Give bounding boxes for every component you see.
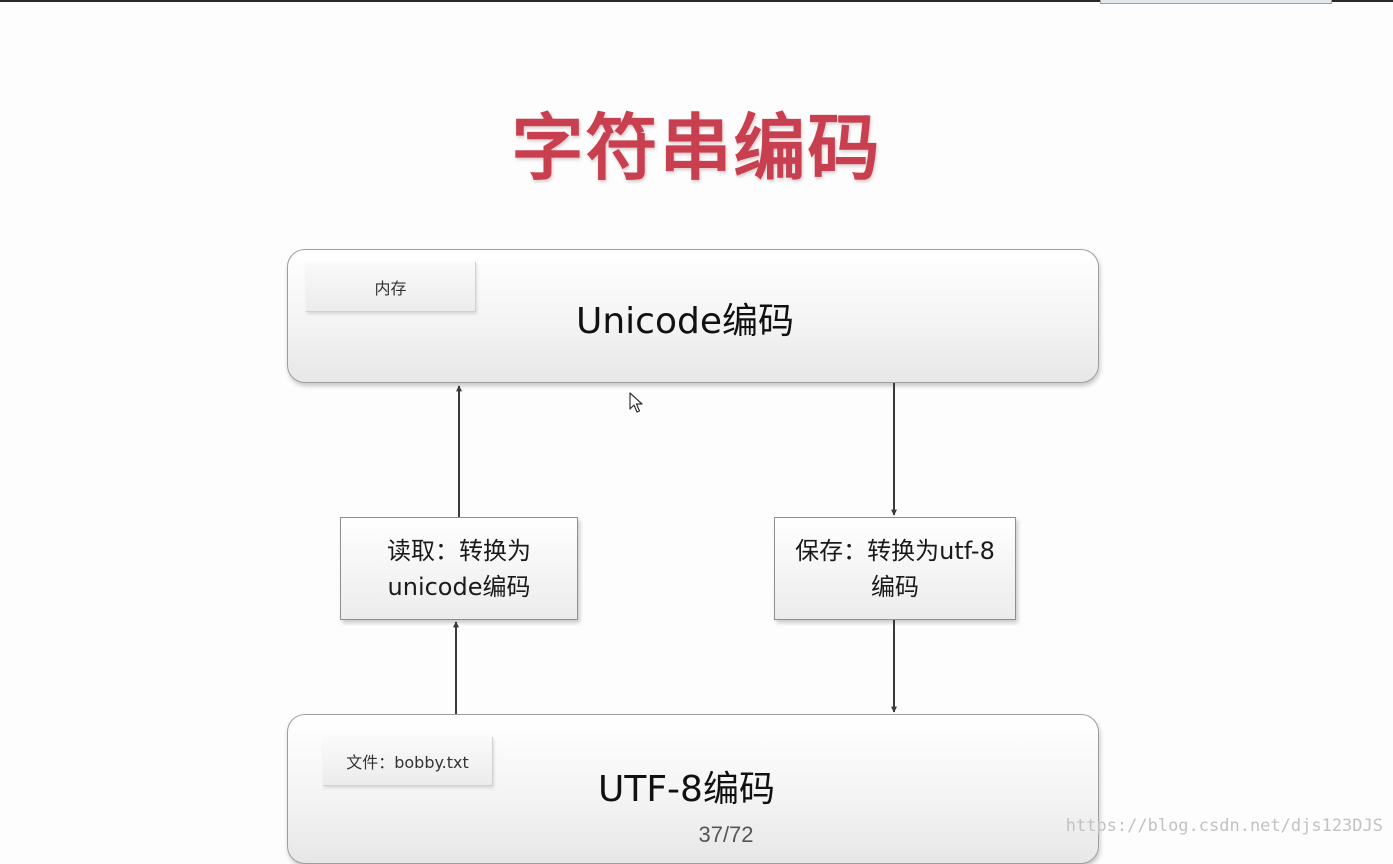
- save-step-line1: 保存：转换为utf-8: [795, 536, 995, 565]
- watermark-url: https://blog.csdn.net/djs123DJS: [1065, 816, 1383, 836]
- top-window-tab: [1100, 0, 1332, 4]
- top-window-edge: [0, 0, 1393, 2]
- read-step-box: 读取：转换为 unicode编码: [340, 517, 578, 620]
- save-step-box: 保存：转换为utf-8 编码: [774, 517, 1016, 620]
- memory-band-text: Unicode编码: [576, 301, 794, 342]
- page-number: 37/72: [698, 822, 754, 847]
- memory-tab-label: 内存: [306, 262, 476, 312]
- read-step-line1: 读取：转换为: [387, 536, 531, 565]
- file-tab-label: 文件：bobby.txt: [323, 737, 493, 786]
- mouse-pointer-icon: [629, 392, 643, 413]
- file-band-text: UTF-8编码: [598, 769, 775, 810]
- read-step-line2: unicode编码: [387, 572, 531, 601]
- save-step-line2: 编码: [871, 572, 919, 601]
- slide-title: 字符串编码: [511, 106, 882, 190]
